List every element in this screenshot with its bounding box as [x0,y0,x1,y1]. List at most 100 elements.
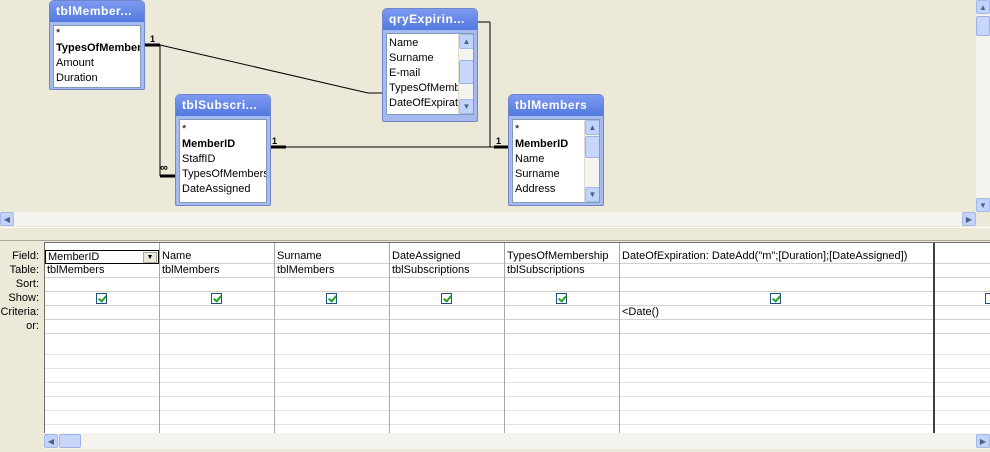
field-item-key[interactable]: MemberID [515,138,569,150]
scroll-down-icon[interactable]: ▼ [459,99,473,114]
table-title[interactable]: qryExpirin... [383,9,477,30]
show-cell[interactable] [935,292,990,306]
field-item[interactable]: * [56,27,61,39]
field-cell[interactable] [935,250,990,264]
or-cell[interactable] [45,320,159,334]
show-cell[interactable] [160,292,274,306]
show-checkbox[interactable] [770,293,781,304]
sort-cell[interactable] [935,278,990,292]
sort-cell[interactable] [160,278,274,292]
grid-empty-row[interactable] [45,397,990,411]
field-item[interactable]: E-mail [389,67,421,79]
scroll-up-icon[interactable]: ▲ [459,34,473,49]
table-cell[interactable]: tblMembers [275,264,389,278]
field-item-key[interactable]: MemberID [182,138,236,150]
grid-empty-row[interactable] [45,369,990,383]
show-checkbox[interactable] [441,293,452,304]
table-window-members[interactable]: tblMembers * MemberID Name Surname Addre… [508,94,604,206]
field-list[interactable]: Name Surname E-mail TypesOfMembership Da… [386,33,474,115]
scroll-right-icon[interactable]: ▶ [976,434,990,448]
grid-empty-row[interactable] [45,355,990,369]
or-cell[interactable] [935,320,990,334]
table-cell[interactable]: tblMembers [160,264,274,278]
criteria-cell[interactable]: <Date() [620,306,933,320]
field-cell[interactable]: DateOfExpiration: DateAdd("m";[Duration]… [620,250,933,264]
field-list-scrollbar[interactable]: ▲ ▼ [584,120,599,202]
field-item[interactable]: TypesOfMembership [389,82,459,94]
field-item[interactable]: Address [515,183,556,195]
scroll-down-icon[interactable]: ▼ [585,187,599,202]
grid-horizontal-scrollbar[interactable]: ◀ ▶ [44,433,990,449]
table-window-subscriptions[interactable]: tblSubscri... * MemberID StaffID TypesOf… [175,94,271,206]
show-checkbox[interactable] [211,293,222,304]
sort-cell[interactable] [390,278,504,292]
table-cell[interactable] [620,264,933,278]
field-item[interactable]: Name [515,153,545,165]
field-cell[interactable]: DateAssigned [390,250,504,264]
diagram-horizontal-scrollbar[interactable]: ◀ ▶ [0,212,976,226]
field-item[interactable]: StaffID [182,153,216,165]
field-item[interactable]: TypesOfMembership [182,168,266,180]
scroll-down-icon[interactable]: ▼ [976,198,990,212]
table-window-qryexpiring[interactable]: qryExpirin... Name Surname E-mail TypesO… [382,8,478,122]
or-cell[interactable] [275,320,389,334]
grid-column-typesofmembership[interactable]: TypesOfMembership tblSubscriptions [505,243,620,433]
scroll-thumb[interactable] [585,136,599,158]
table-title[interactable]: tblMembers [509,95,603,116]
criteria-cell[interactable] [390,306,504,320]
sort-cell[interactable] [45,278,159,292]
grid-column-surname[interactable]: Surname tblMembers [275,243,390,433]
criteria-cell[interactable] [935,306,990,320]
grid-column-dateofexpiration[interactable]: DateOfExpiration: DateAdd("m";[Duration]… [620,243,935,433]
pane-splitter[interactable] [0,227,990,241]
field-value[interactable]: MemberID [48,251,100,263]
field-cell[interactable]: Surname [275,250,389,264]
scroll-left-icon[interactable]: ◀ [44,434,58,448]
chevron-down-icon[interactable]: ▼ [143,252,157,263]
show-checkbox[interactable] [96,293,107,304]
or-cell[interactable] [390,320,504,334]
diagram-vertical-scrollbar[interactable]: ▲ ▼ [976,0,990,212]
table-window-membertypes[interactable]: tblMember... * TypesOfMembership Amount … [49,0,145,90]
sort-cell[interactable] [505,278,619,292]
field-cell[interactable]: MemberID ▼ [45,250,159,264]
field-list[interactable]: * TypesOfMembership Amount Duration [53,25,141,88]
field-item[interactable]: * [515,123,520,135]
or-cell[interactable] [160,320,274,334]
field-item[interactable]: Duration [56,72,98,84]
query-diagram-pane[interactable]: 1 1 1 ∞ tblMember... * TypesOfMembership… [0,0,990,227]
or-cell[interactable] [505,320,619,334]
criteria-cell[interactable] [275,306,389,320]
table-cell[interactable]: tblMembers [45,264,159,278]
field-list-scrollbar[interactable]: ▲ ▼ [458,34,473,114]
criteria-cell[interactable] [505,306,619,320]
table-cell[interactable]: tblSubscriptions [505,264,619,278]
grid-empty-row[interactable] [45,383,990,397]
field-item[interactable]: Name [389,37,419,49]
field-list[interactable]: * MemberID StaffID TypesOfMembership Dat… [179,119,267,203]
show-checkbox[interactable] [985,293,990,304]
grid-empty-row[interactable] [45,411,990,425]
field-cell[interactable]: TypesOfMembership [505,250,619,264]
field-item[interactable]: Surname [389,52,434,64]
join-line-membertypes-qry-diag[interactable] [159,44,369,94]
field-item[interactable]: DateOfExpiration [389,97,459,109]
field-item[interactable]: Surname [515,168,560,180]
scroll-thumb[interactable] [459,60,473,84]
show-cell[interactable] [275,292,389,306]
sort-cell[interactable] [275,278,389,292]
sort-cell[interactable] [620,278,933,292]
grid-column-dateassigned[interactable]: DateAssigned tblSubscriptions [390,243,505,433]
criteria-cell[interactable] [45,306,159,320]
field-item-key[interactable]: TypesOfMembership [56,42,140,54]
scroll-up-icon[interactable]: ▲ [976,0,990,14]
field-cell[interactable]: Name [160,250,274,264]
scroll-up-icon[interactable]: ▲ [585,120,599,135]
show-cell[interactable] [390,292,504,306]
grid-column-empty[interactable] [935,243,990,433]
field-item[interactable]: DateAssigned [182,183,251,195]
field-item[interactable]: * [182,123,187,135]
table-cell[interactable] [935,264,990,278]
scroll-right-icon[interactable]: ▶ [962,212,976,226]
show-checkbox[interactable] [556,293,567,304]
